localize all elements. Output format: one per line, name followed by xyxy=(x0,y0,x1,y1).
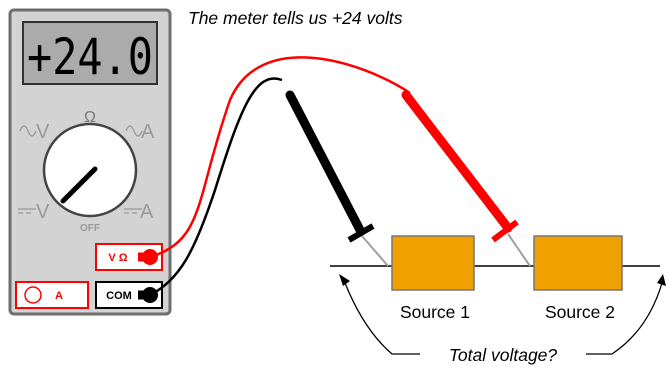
source-1 xyxy=(391,235,475,291)
caption-bottom: Total voltage? xyxy=(449,345,558,365)
dial-pointer xyxy=(60,166,98,204)
selector-dial[interactable] xyxy=(42,122,138,218)
ac-amp-symbol: A xyxy=(125,121,155,143)
dial-label-ac-v: V xyxy=(36,121,50,143)
dial-label-ac-a: A xyxy=(141,121,155,143)
source-2 xyxy=(533,235,623,291)
source-2-label: Source 2 xyxy=(545,302,615,322)
multimeter: +24.0 Ω V A V A xyxy=(8,8,172,316)
jack-v-ohm-label: V Ω xyxy=(108,252,127,264)
dial-label-dc-v: V xyxy=(36,201,50,223)
dc-volt-symbol: V xyxy=(18,201,50,223)
jack-amp-label: A xyxy=(55,290,63,302)
jack-com-label: COM xyxy=(106,290,132,302)
dial-label-dc-a: A xyxy=(140,201,154,223)
dial-label-off: OFF xyxy=(80,223,100,234)
jack-amp-socket xyxy=(24,286,42,304)
dial-label-ohm: Ω xyxy=(84,109,96,126)
caption-top: The meter tells us +24 volts xyxy=(188,8,403,28)
dc-amp-symbol: A xyxy=(124,201,154,223)
red-test-lead xyxy=(149,56,411,259)
black-test-lead xyxy=(149,77,283,297)
red-plug xyxy=(138,249,158,265)
black-probe xyxy=(285,90,389,267)
ac-volt-symbol: V xyxy=(19,121,50,143)
lcd-screen xyxy=(22,21,158,85)
red-probe xyxy=(401,90,531,267)
total-voltage-bracket xyxy=(339,274,666,355)
source-1-label: Source 1 xyxy=(400,302,470,322)
black-plug xyxy=(138,287,158,303)
lcd-readout: +24.0 xyxy=(27,28,153,86)
